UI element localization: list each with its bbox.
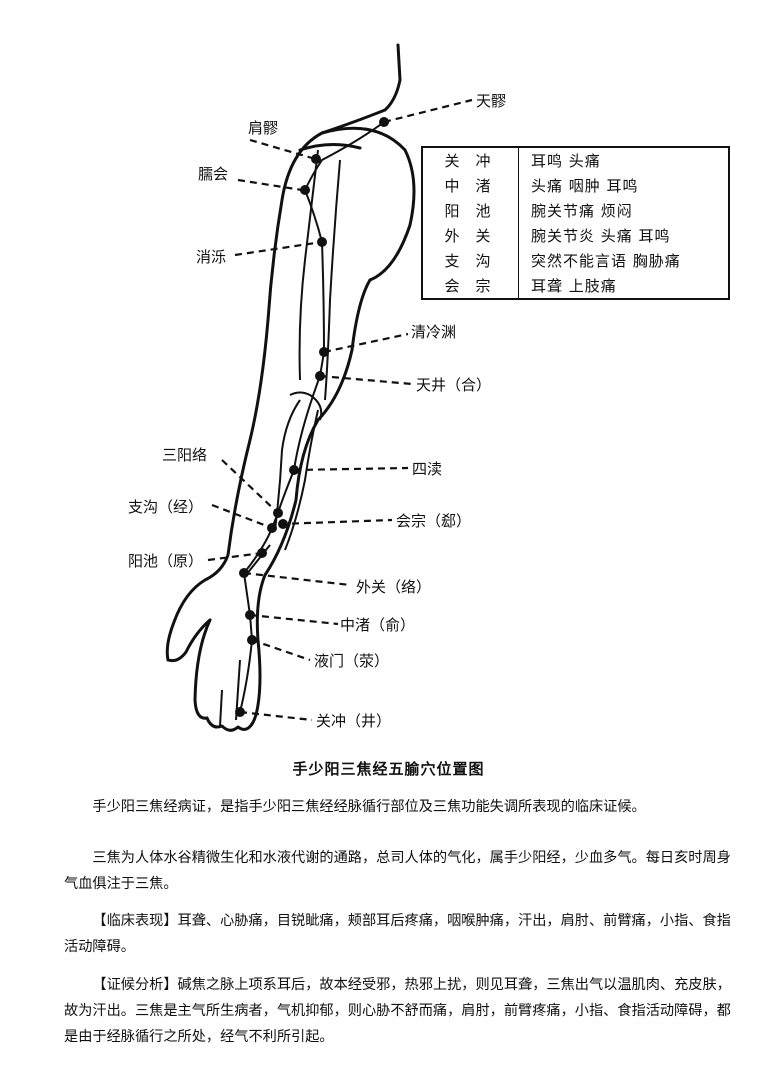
acupoint-dots bbox=[235, 117, 389, 717]
label-yangchi: 阳池（原） bbox=[128, 552, 203, 570]
label-waiguan: 外关（络） bbox=[356, 578, 431, 596]
point-symptoms: 突然不能言语 胸胁痛 bbox=[531, 252, 681, 270]
acupoint-markers bbox=[207, 98, 473, 722]
point-symptoms: 腕关节痛 烦闷 bbox=[531, 202, 633, 220]
label-yemen: 液门（荥） bbox=[314, 652, 389, 670]
point-name: 关冲 bbox=[422, 147, 519, 173]
point-qinglengyuan bbox=[319, 347, 329, 357]
arm-outline bbox=[165, 43, 416, 732]
point-symptoms: 耳鸣 头痛 bbox=[531, 152, 601, 170]
indication-table: 关冲 耳鸣 头痛 中渚 头痛 咽肿 耳鸣 阳池 腕关节痛 烦闷 外关 腕关节炎 … bbox=[421, 146, 730, 300]
point-guanchong bbox=[235, 707, 245, 717]
point-naohui bbox=[300, 185, 310, 195]
point-yangchi bbox=[257, 548, 267, 558]
table-row: 关冲 耳鸣 头痛 bbox=[422, 147, 729, 173]
label-xiaoluo: 消泺 bbox=[196, 248, 226, 266]
point-zhongzhu bbox=[245, 610, 255, 620]
table-row: 中渚 头痛 咽肿 耳鸣 bbox=[422, 173, 729, 198]
point-waiguan bbox=[239, 568, 249, 578]
point-huizong bbox=[278, 519, 288, 529]
point-name: 中渚 bbox=[422, 173, 519, 198]
point-sidu bbox=[289, 465, 299, 475]
point-symptoms: 耳聋 上肢痛 bbox=[531, 277, 617, 295]
point-name: 支沟 bbox=[422, 248, 519, 273]
label-qinglengyuan: 清冷渊 bbox=[411, 323, 456, 341]
label-jianliao: 肩髎 bbox=[248, 119, 278, 137]
label-tianliao: 天髎 bbox=[476, 92, 506, 110]
point-tianliao bbox=[379, 117, 389, 127]
point-tianjing bbox=[315, 371, 325, 381]
label-naohui: 臑会 bbox=[198, 165, 228, 183]
point-name: 外关 bbox=[422, 223, 519, 248]
point-jianliao bbox=[311, 154, 321, 164]
label-guanchong: 关冲（井） bbox=[316, 712, 391, 730]
body-paragraph: 【证候分析】碱焦之脉上项系耳后，故本经受邪，热邪上扰，则见耳聋，三焦出气以温肌肉… bbox=[64, 977, 731, 1045]
table-row: 支沟 突然不能言语 胸胁痛 bbox=[422, 248, 729, 273]
label-tianjing: 天井（合） bbox=[416, 376, 491, 394]
point-name: 会宗 bbox=[422, 273, 519, 299]
arm-meridian-diagram: 天髎 肩髎 臑会 消泺 清冷渊 天井（合） 四渎 三阳络 支沟（经） 会宗（郄）… bbox=[128, 43, 506, 732]
point-symptoms: 腕关节炎 头痛 耳鸣 bbox=[531, 227, 671, 245]
label-zhigou: 支沟（经） bbox=[128, 498, 203, 516]
table-row: 会宗 耳聋 上肢痛 bbox=[422, 273, 729, 299]
arm-detail-lines bbox=[219, 149, 341, 727]
table-row: 外关 腕关节炎 头痛 耳鸣 bbox=[422, 223, 729, 248]
point-name: 阳池 bbox=[422, 198, 519, 223]
point-symptoms: 头痛 咽肿 耳鸣 bbox=[531, 177, 639, 195]
point-yemen bbox=[247, 635, 257, 645]
table-row: 阳池 腕关节痛 烦闷 bbox=[422, 198, 729, 223]
label-sidu: 四渎 bbox=[412, 460, 442, 478]
body-paragraph: 【临床表现】耳聋、心胁痛，目锐眦痛，颊部耳后疼痛，咽喉肿痛，汗出，肩肘、前臂痛，… bbox=[64, 913, 731, 955]
body-paragraph: 三焦为人体水谷精微生化和水液代谢的通路，总司人体的气化，属手少阳经，少血多气。每… bbox=[64, 850, 731, 892]
point-zhigou bbox=[267, 523, 277, 533]
point-sanyangluo bbox=[273, 508, 283, 518]
label-huizong: 会宗（郄） bbox=[396, 512, 471, 530]
point-xiaoluo bbox=[317, 237, 327, 247]
body-paragraph: 手少阳三焦经病证，是指手少阳三焦经经脉循行部位及三焦功能失调所表现的临床证候。 bbox=[92, 799, 646, 815]
label-zhongzhu: 中渚（俞） bbox=[340, 616, 415, 634]
figure-caption: 手少阳三焦经五腧穴位置图 bbox=[292, 760, 485, 778]
label-sanyangluo: 三阳络 bbox=[162, 446, 207, 464]
